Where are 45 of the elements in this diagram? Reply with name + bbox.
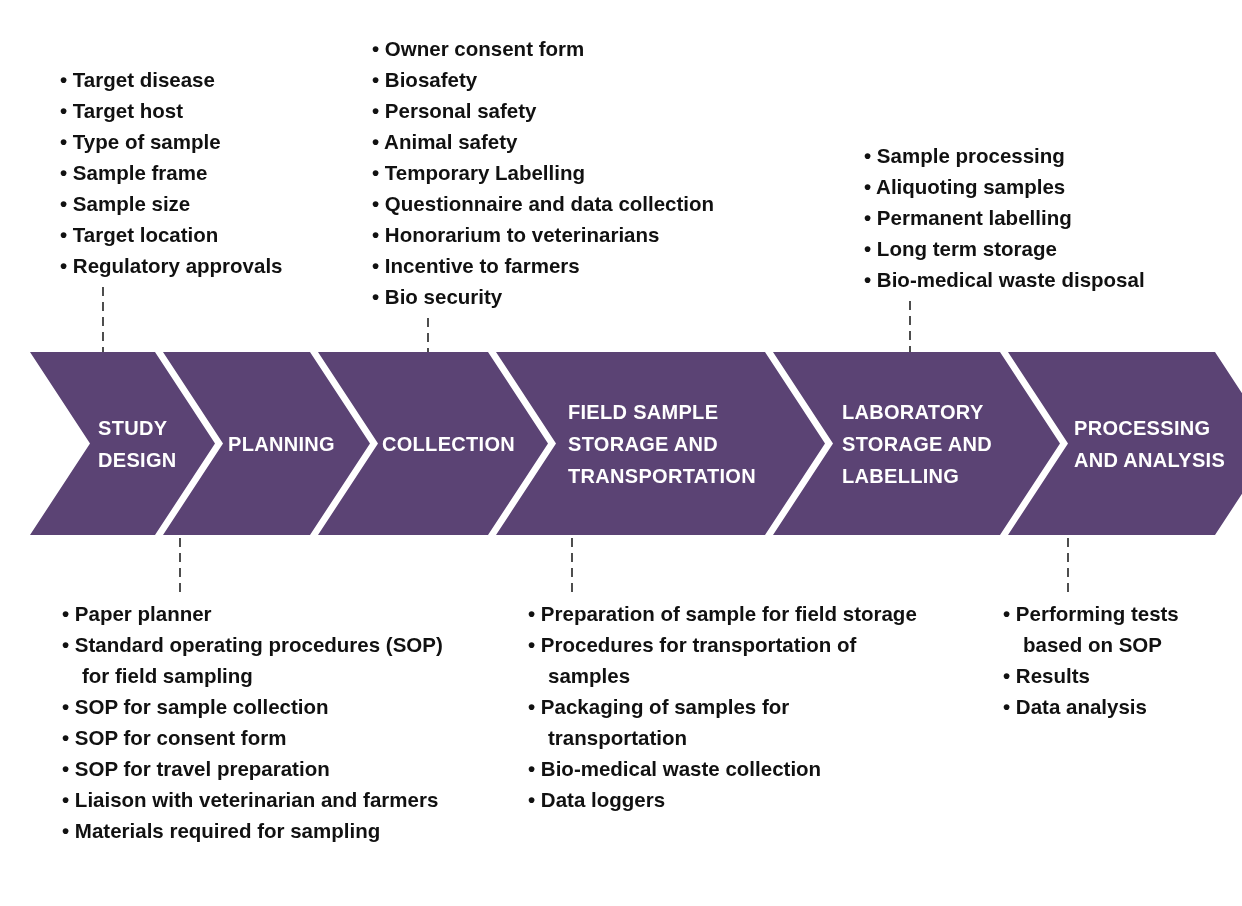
leader-line [102,286,104,353]
bullet-item: • Regulatory approvals [60,253,284,279]
bullet-item: • Sample processing [864,143,1066,169]
step-label: LABORATORY STORAGE AND LABELLING [842,399,993,489]
bullet-item: • Type of sample [60,129,222,155]
step-label: PLANNING [228,431,335,457]
bullet-item: • Long term storage [864,236,1058,262]
bullet-item: • Bio-medical waste disposal [864,267,1146,293]
bullet-item: • Temporary Labelling [372,160,586,186]
bullet-item: • Owner consent form [372,36,586,62]
bullet-item: • Incentive to farmers [372,253,581,279]
bullet-item: • Data loggers [528,787,667,813]
bullet-item: • Bio-medical waste collection [528,756,823,782]
bullet-item: • Aliquoting samples [864,174,1067,200]
bullet-item: • Sample size [60,191,192,217]
bullet-item: • Permanent labelling [864,205,1073,231]
bullet-item: • Animal safety [372,129,519,155]
bullet-item: • Performing tests based on SOP [1003,601,1180,658]
bullet-item: • Questionnaire and data collection [372,191,716,217]
step-label: STUDY DESIGN [98,415,178,473]
bullet-item: • Biosafety [372,67,479,93]
bullet-item: • Honorarium to veterinarians [372,222,661,248]
step-label: COLLECTION [382,431,515,457]
bullet-item: • Sample frame [60,160,209,186]
bullet-item: • Procedures for transportation of samples [528,632,858,689]
bullet-item: • Standard operating procedures (SOP) for field sampling [62,632,444,689]
bullet-item: • Preparation of sample for field storage [528,601,918,627]
step-label: PROCESSING AND ANALYSIS [1074,415,1227,473]
leader-line [427,317,429,353]
bullet-item: • Data analysis [1003,694,1148,720]
bullet-item: • SOP for travel preparation [62,756,331,782]
bullet-item: • SOP for consent form [62,725,288,751]
bullet-item: • Paper planner [62,601,213,627]
bullet-item: • Personal safety [372,98,538,124]
bullet-item: • Liaison with veterinarian and farmers [62,787,440,813]
bullet-item: • Target host [60,98,184,124]
bullet-item: • Bio security [372,284,504,310]
bullet-item: • Target disease [60,67,216,93]
bullet-item: • Materials required for sampling [62,818,382,844]
bullet-item: • Packaging of samples for transportation [528,694,791,751]
bullet-item: • Results [1003,663,1091,689]
leader-line [909,300,911,353]
bullet-item: • SOP for sample collection [62,694,330,720]
bullet-item: • Target location [60,222,220,248]
step-label: FIELD SAMPLE STORAGE AND TRANSPORTATION [568,399,757,489]
